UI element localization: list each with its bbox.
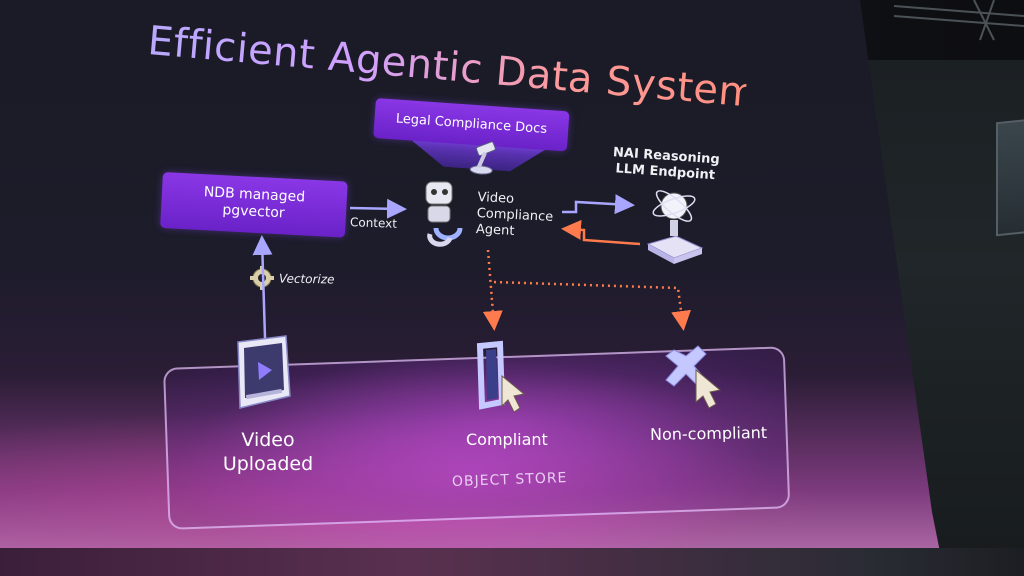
video-label-line1: Video — [241, 429, 295, 451]
video-label-line2: Uploaded — [222, 453, 314, 475]
ceiling-truss — [893, 0, 1024, 41]
x-cursor-icon — [665, 345, 722, 409]
context-arrow — [349, 198, 407, 219]
agent-to-noncompliant-arrow — [493, 280, 691, 331]
play-video-icon — [237, 335, 291, 409]
agent-to-compliant-arrow — [482, 249, 503, 331]
gavel-icon — [469, 141, 496, 175]
check-cursor-icon — [476, 340, 526, 413]
llm-to-agent-arrow — [561, 219, 641, 246]
lightbulb-icon — [646, 190, 704, 264]
stage-floor-bar — [0, 548, 1024, 576]
compliant-label: Compliant — [466, 430, 548, 449]
vectorize-arrow — [252, 235, 273, 339]
video-uploaded-label: Video Uploaded — [220, 428, 316, 476]
robot-icon — [425, 181, 463, 247]
agent-to-llm-arrow — [562, 194, 635, 215]
